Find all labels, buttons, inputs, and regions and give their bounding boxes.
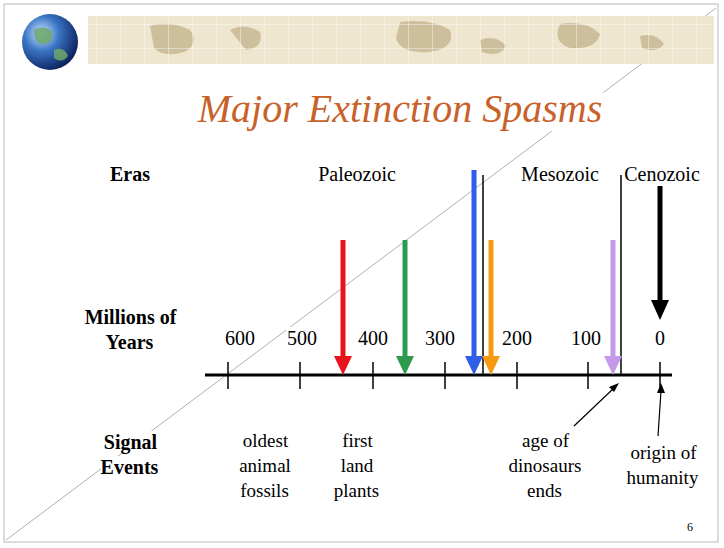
row-heading: Millions of Years	[75, 305, 185, 355]
axis-tick	[227, 362, 229, 389]
era-name: Paleozoic	[297, 162, 417, 187]
extinction-arrows	[334, 170, 669, 375]
axis-tick	[587, 362, 589, 389]
event-label: first land plants	[326, 428, 388, 503]
slide-border	[4, 4, 718, 542]
axis-tick	[299, 362, 301, 389]
slide-title: Major Extinction Spasms	[180, 86, 620, 132]
axis-value: 500	[280, 326, 324, 351]
era-boundaries	[483, 175, 621, 375]
axis-value: 100	[564, 326, 608, 351]
axis-value: 600	[218, 326, 262, 351]
globe-icon	[22, 14, 78, 70]
axis-value: 300	[418, 326, 462, 351]
header-band	[88, 16, 714, 64]
event-label: age of dinosaurs ends	[502, 428, 588, 503]
axis-tick	[444, 362, 446, 389]
axis-value: 0	[648, 326, 672, 351]
axis-value: 400	[351, 326, 395, 351]
axis-value: 200	[495, 326, 539, 351]
leader-arrows	[574, 383, 665, 436]
axis-tick	[516, 362, 518, 389]
era-name: Cenozoic	[617, 162, 707, 187]
row-heading: Signal Events	[85, 430, 175, 480]
time-axis	[205, 362, 672, 389]
diagonal-rule	[6, 8, 716, 540]
era-name: Mesozoic	[505, 162, 615, 187]
event-label: oldest animal fossils	[227, 428, 303, 503]
axis-tick	[372, 362, 374, 389]
row-heading: Eras	[90, 162, 170, 187]
slide-number: 6	[678, 515, 702, 540]
event-label: origin of humanity	[619, 440, 707, 490]
